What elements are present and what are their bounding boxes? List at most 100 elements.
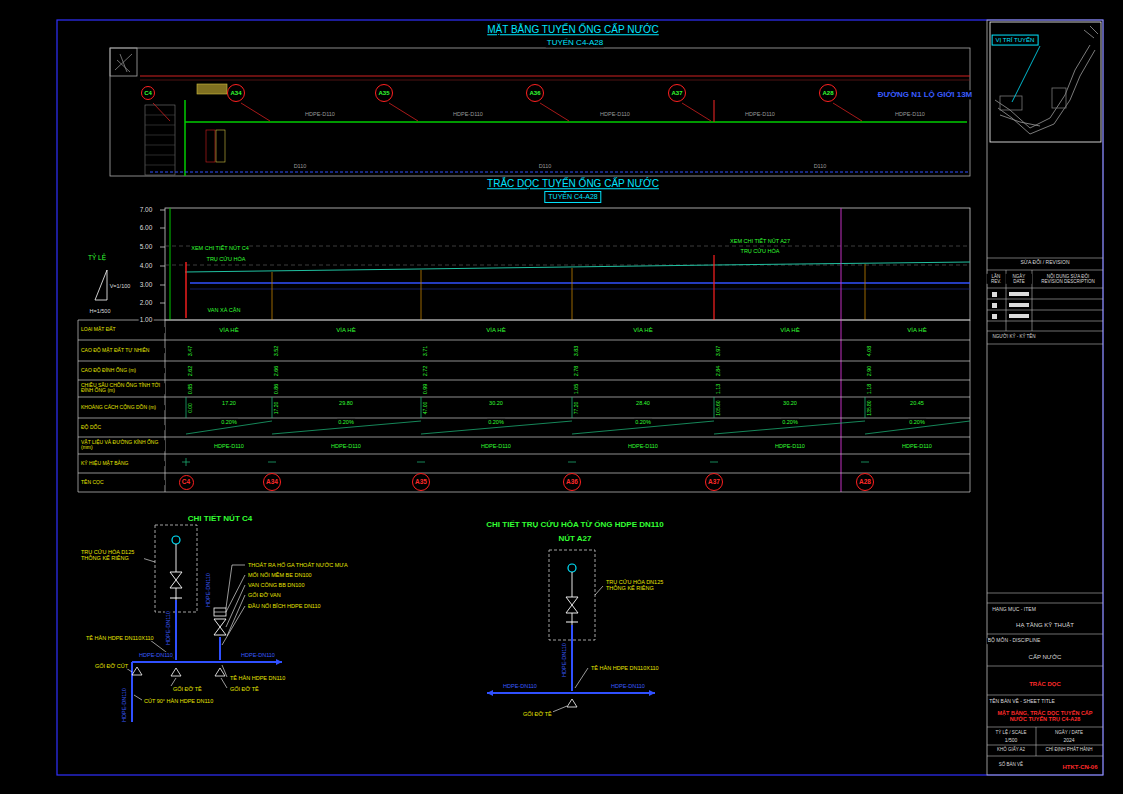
detail-a27 xyxy=(487,550,655,713)
drawing-label: CHIỀU SÂU CHÔN ỐNG TÍNH TỚI ĐỈNH ỐNG (m) xyxy=(80,383,165,395)
line-shape xyxy=(175,600,177,660)
drawing-label: 0.20% xyxy=(781,419,799,425)
rect-shape xyxy=(165,208,970,320)
line-shape xyxy=(272,397,273,418)
drawing-label: VỊ TRÍ TUYẾN xyxy=(992,35,1039,46)
line-shape xyxy=(222,606,245,645)
drawing-label: VAN XẢ CẶN xyxy=(207,307,242,313)
rect-shape xyxy=(145,105,175,175)
station-name: A28 xyxy=(859,479,871,486)
drawing-label: TÊ HÀN HDPE DN110 xyxy=(229,675,286,681)
drawing-label: TRẮC DỌC xyxy=(1028,681,1062,688)
station-name: A35 xyxy=(415,479,427,486)
path-shape xyxy=(182,458,869,466)
polygon-shape xyxy=(276,659,282,665)
path-shape xyxy=(115,54,132,72)
path-shape xyxy=(214,612,226,613)
drawing-label: 7.00 xyxy=(139,206,154,213)
drawing-label: HẠNG MỤC - ITEM xyxy=(991,607,1037,613)
drawing-label: D110 xyxy=(293,163,308,169)
line-shape xyxy=(165,246,970,247)
line-shape xyxy=(131,662,133,722)
line-shape xyxy=(421,270,422,320)
polyline-shape xyxy=(185,262,970,272)
line-shape xyxy=(150,172,970,173)
drawing-label: V=1/100 xyxy=(109,283,132,289)
circle-shape xyxy=(568,564,576,572)
polygon-shape xyxy=(214,627,226,635)
line-shape xyxy=(132,661,282,663)
drawing-label: HDPE-D110 xyxy=(304,111,336,117)
rect-shape xyxy=(992,303,997,308)
line-shape xyxy=(865,264,866,320)
drawing-label: 3.83 xyxy=(573,344,579,357)
line-shape xyxy=(226,585,245,627)
rect-shape xyxy=(57,20,1103,775)
polygon-shape xyxy=(170,572,182,580)
line-shape xyxy=(227,595,245,636)
drawing-label: HDPE-D110 xyxy=(330,442,362,448)
station-name: C4 xyxy=(144,90,152,96)
drawing-label: XEM CHI TIẾT NÚT C4 xyxy=(190,245,249,251)
drawing-label: CHỈ ĐỊNH PHÁT HÀNH xyxy=(1044,747,1093,752)
drawing-label: HDPE-D110 xyxy=(480,442,512,448)
line-shape xyxy=(78,437,970,438)
drawing-label: HDPE-DN110 xyxy=(121,687,127,723)
station-name: A37 xyxy=(708,479,720,486)
profile-table xyxy=(78,320,970,492)
station-name: A36 xyxy=(566,479,578,486)
g-shape xyxy=(550,586,603,713)
drawing-label: HDPE-DN110 xyxy=(561,642,567,678)
rect-shape xyxy=(110,48,137,76)
drawing-label: GỐI ĐỠ TÊ xyxy=(522,711,553,717)
drawing-label: SỬA ĐỔI / REVISION xyxy=(1019,260,1070,266)
rect-shape xyxy=(987,20,1103,775)
drawing-label: THOÁT RA HỐ GA THOÁT NƯỚC MƯA xyxy=(247,562,349,568)
station-circle: A35 xyxy=(412,473,430,491)
path-shape xyxy=(160,210,165,303)
line-shape xyxy=(140,80,970,81)
polygon-shape xyxy=(214,619,226,627)
g-shape xyxy=(182,397,970,466)
line-shape xyxy=(540,103,569,121)
detail-c4 xyxy=(126,525,282,722)
drawing-label: 2.00 xyxy=(139,299,154,306)
drawing-label: 3.47 xyxy=(187,344,193,357)
rect-shape xyxy=(992,292,997,297)
drawing-label: NỘI DUNG SỬA ĐỔI REVISION DESCRIPTION xyxy=(1035,274,1101,284)
line-shape xyxy=(186,397,187,418)
plan-tag-circle: A35 xyxy=(375,84,393,102)
line-shape xyxy=(190,282,970,284)
line-shape xyxy=(987,727,1103,728)
plan-tag-circle: A37 xyxy=(668,84,686,102)
drawing-label: TRỤ CỨU HỎA xyxy=(206,256,247,262)
line-shape xyxy=(987,310,1103,311)
drawing-label: HDPE-D110 xyxy=(599,111,631,117)
rect-shape xyxy=(1009,314,1029,318)
station-name: C4 xyxy=(182,479,190,486)
drawing-label: 20.45 xyxy=(909,400,925,406)
drawing-label: H=1/500 xyxy=(89,308,112,314)
drawing-label: CHI TIẾT NÚT C4 xyxy=(187,514,253,523)
line-shape xyxy=(987,593,1103,594)
line-shape xyxy=(272,272,273,320)
line-shape xyxy=(987,666,1103,667)
drawing-label: 17.20 xyxy=(274,400,280,415)
drawing-label: GỐI ĐỠ TÊ xyxy=(229,686,260,692)
plan-tag-circle: A36 xyxy=(526,84,544,102)
line-shape xyxy=(134,695,142,700)
drawing-label: 0.20% xyxy=(337,419,355,425)
drawing-label: 0.00 xyxy=(188,402,194,414)
line-shape xyxy=(221,678,227,688)
line-shape xyxy=(153,103,170,121)
drawing-label: GỐI ĐỠ VAN xyxy=(247,592,282,598)
line-shape xyxy=(572,572,573,597)
drawing-label: 2.66 xyxy=(273,364,279,377)
drawing-label: 17.20 xyxy=(221,400,237,406)
rect-shape xyxy=(216,130,225,162)
line-shape xyxy=(185,262,186,318)
drawing-label: TUYẾN C4-A28 xyxy=(544,191,601,203)
rect-shape xyxy=(1000,96,1022,110)
polygon-shape xyxy=(566,597,578,605)
drawing-label: 2.72 xyxy=(422,364,428,377)
